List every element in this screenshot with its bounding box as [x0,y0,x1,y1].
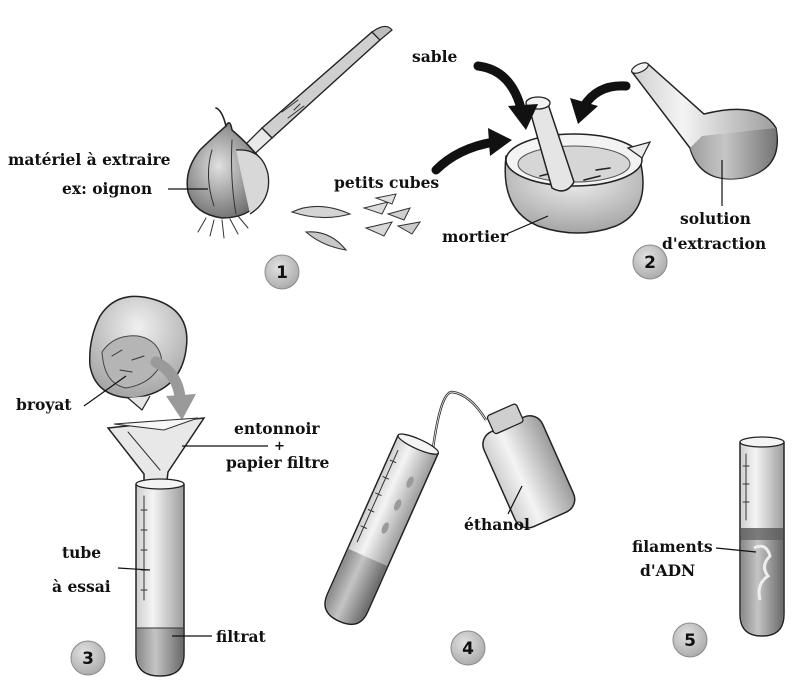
step2-illustration [436,61,777,233]
label-filter-paper: papier filtre [226,453,330,472]
step4-illustration [319,392,579,630]
tilted-bowl-icon [90,296,187,410]
label-example: ex: oignon [62,179,152,198]
step-badge-1: 1 [265,255,299,289]
label-material: matériel à extraire [8,150,171,169]
step5-illustration [740,437,784,636]
label-filtrate: filtrat [216,627,267,646]
label-cubes: petits cubes [334,173,439,192]
label-filaments: filaments [632,537,713,556]
step-badge-3: 3 [71,641,105,675]
step3-illustration [90,296,204,676]
arrow-solution-icon [570,86,626,124]
label-extraction: d'extraction [662,234,766,253]
arrow-sand-icon [478,66,538,130]
scalpel-icon [238,26,392,160]
test-tube-3-icon [136,479,184,676]
svg-text:3: 3 [82,649,94,669]
label-ethanol: éthanol [464,515,530,534]
mortar-icon [505,134,650,233]
arrow-cubes-icon [436,128,512,170]
label-funnel: entonnoir [234,419,320,438]
step-badge-4: 4 [451,631,485,665]
step-badge-5: 5 [673,623,707,657]
test-tube-5-icon [740,437,784,636]
label-grind: broyat [16,395,72,414]
svg-text:1: 1 [276,263,288,283]
wash-bottle-icon [432,392,579,532]
onion-icon [187,108,268,238]
flask-icon [630,61,777,179]
svg-text:5: 5 [684,631,696,651]
label-test: à essai [52,577,111,596]
label-tube: tube [62,543,101,562]
label-solution: solution [680,209,751,228]
label-plus: + [274,439,285,454]
svg-text:2: 2 [644,253,656,273]
step-badge-2: 2 [633,245,667,279]
label-mortar: mortier [442,227,509,246]
step1-illustration [187,26,420,250]
svg-text:4: 4 [462,639,474,659]
label-sand: sable [412,47,457,66]
label-dna: d'ADN [640,561,695,580]
test-tube-4-icon [319,431,440,631]
onion-pieces [292,194,420,250]
